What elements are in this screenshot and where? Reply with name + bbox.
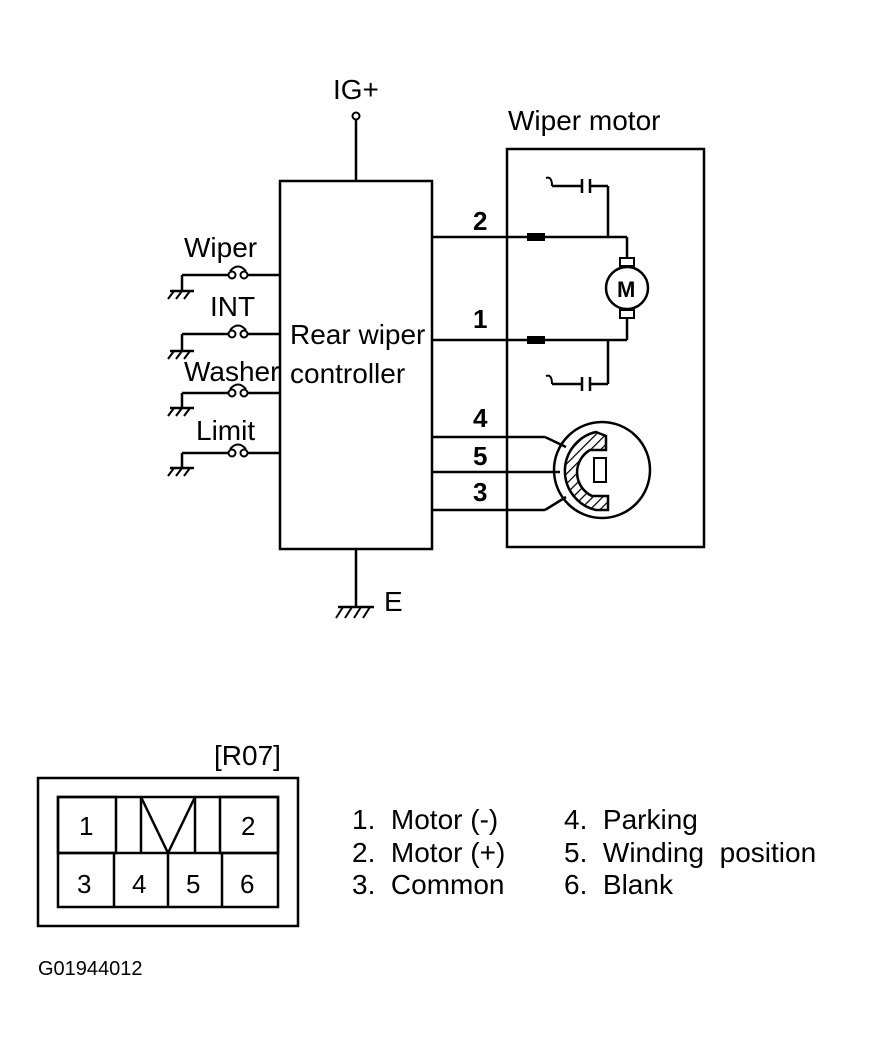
motor-symbol-text: M xyxy=(617,277,635,302)
motor-box-label: Wiper motor xyxy=(508,105,660,136)
switch-washer xyxy=(167,383,280,417)
switch-wiper xyxy=(167,265,280,300)
position-cam xyxy=(552,420,652,520)
controller-label-line1: Rear wiper xyxy=(290,319,425,350)
input-label-washer: Washer xyxy=(184,356,279,387)
input-label-int: INT xyxy=(210,291,255,322)
legend-item-4: 4. Parking xyxy=(564,804,698,835)
wire-pin-3 xyxy=(432,495,567,512)
connector-cell-5: 5 xyxy=(186,869,200,899)
legend-item-2: 2. Motor (+) xyxy=(352,837,505,868)
input-label-wiper: Wiper xyxy=(184,232,257,263)
pin-label-3: 3 xyxy=(473,477,487,507)
supply-terminal xyxy=(351,111,361,121)
motor-box xyxy=(505,147,706,549)
figure-code: G01944012 xyxy=(38,958,143,980)
motor-icon: M xyxy=(604,257,650,319)
switch-limit xyxy=(167,443,280,477)
legend-item-6: 6. Blank xyxy=(564,869,674,900)
connector-cell-3: 3 xyxy=(77,869,91,899)
legend-item-5: 5. Winding position xyxy=(564,837,816,868)
connector-cell-4: 4 xyxy=(132,869,146,899)
legend-item-3: 3. Common xyxy=(352,869,505,900)
wire-pin-1 xyxy=(432,318,629,344)
supply-label: IG+ xyxy=(333,74,379,105)
motor-upper-element xyxy=(545,176,610,237)
pin-label-2: 2 xyxy=(473,206,487,236)
switch-int xyxy=(167,324,280,360)
wire-pin-2 xyxy=(432,233,629,258)
ground-symbol xyxy=(335,605,374,619)
connector-cell-2: 2 xyxy=(241,811,255,841)
legend-item-1: 1. Motor (-) xyxy=(352,804,498,835)
pin-label-1: 1 xyxy=(473,304,487,334)
connector-cell-1: 1 xyxy=(79,811,93,841)
connector-cell-6: 6 xyxy=(240,869,254,899)
pin-label-5: 5 xyxy=(473,441,487,471)
connector-name: [R07] xyxy=(214,740,281,771)
motor-lower-element xyxy=(545,340,610,391)
controller-label-line2: controller xyxy=(290,358,405,389)
input-label-limit: Limit xyxy=(196,415,255,446)
connector-r07 xyxy=(36,776,300,928)
wire-pin-4 xyxy=(432,435,567,449)
pin-label-4: 4 xyxy=(473,403,488,433)
ground-label: E xyxy=(384,586,403,617)
